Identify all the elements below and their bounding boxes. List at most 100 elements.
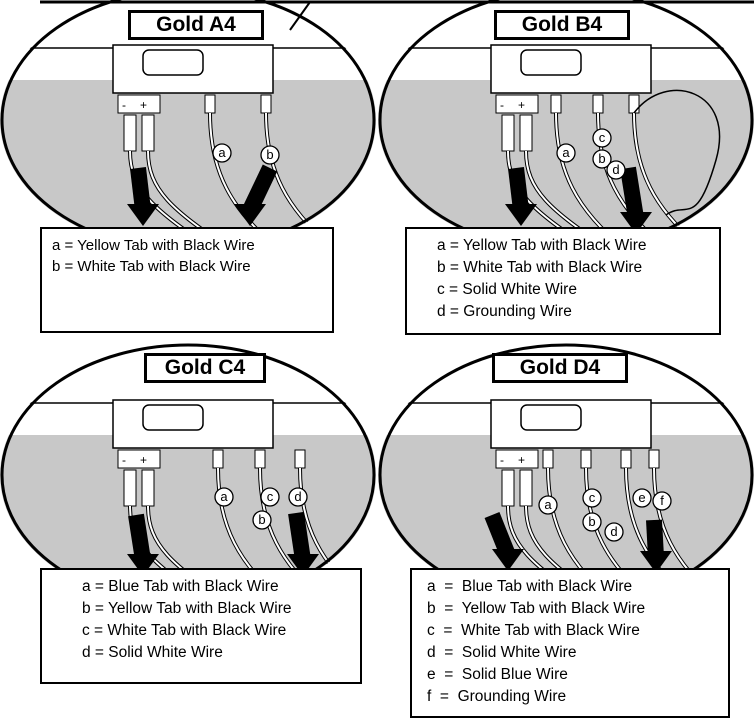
callout-c: c [582,488,602,508]
legend-c4: a = Blue Tab with Black Wire b = Yellow … [40,568,362,684]
legend-item: b = White Tab with Black Wire [437,259,643,276]
legend-item: e = Solid Blue Wire [427,666,568,683]
direction-arrow-head [640,551,672,573]
signal-connector [294,449,306,469]
minus-label: - [500,98,504,112]
callout-label: d [294,489,301,504]
power-plug [519,469,533,507]
callout-circle [260,487,280,507]
legend-item: d = Grounding Wire [437,303,572,320]
legend-item: c = White Tab with Black Wire [82,622,287,639]
legend-b4: a = Yellow Tab with Black Wire b = White… [405,227,721,335]
legend-item: a = Blue Tab with Black Wire [427,578,633,595]
power-terminal-block [117,94,161,114]
callout-c: c [592,128,612,148]
callout-b: b [252,510,272,530]
callout-d: d [604,522,624,542]
callout-circle [214,487,234,507]
direction-arrow-shaft [646,519,664,558]
panel-title-c4: Gold C4 [144,353,266,383]
callout-circle [632,488,652,508]
callout-circle [260,145,280,165]
callout-a: a [538,495,558,515]
power-terminal-block [495,94,539,114]
callout-label: a [544,497,552,512]
legend-item: b = Yellow Tab with Black Wire [427,600,646,617]
plus-label: + [140,98,147,112]
signal-connector [592,94,604,114]
direction-arrow-head [505,204,537,226]
display-window [520,49,582,76]
direction-arrow-shaft [242,164,278,214]
legend-item: a = Blue Tab with Black Wire [82,578,279,595]
callout-circle [592,149,612,169]
callout-e: e [632,488,652,508]
legend-item: d = Solid White Wire [82,644,223,661]
callout-a: a [556,143,576,163]
callout-label: c [589,490,596,505]
callout-label: b [258,512,265,527]
direction-arrow-shaft [508,167,529,211]
callout-b: b [592,149,612,169]
direction-arrow-shaft [130,167,151,211]
minus-label: - [500,453,504,467]
legend-item: b = White Tab with Black Wire [52,258,251,275]
power-plug [501,114,515,152]
plus-label: + [518,98,525,112]
callout-label: b [266,147,273,162]
callout-label: e [638,490,645,505]
callout-circle [582,512,602,532]
callout-label: c [267,489,274,504]
legend-d4: a = Blue Tab with Black Wire b = Yellow … [410,568,730,718]
legend-item: a = Yellow Tab with Black Wire [437,237,647,254]
callout-label: a [562,145,570,160]
minus-label: - [122,98,126,112]
display-window [142,49,204,76]
power-plug [141,114,155,152]
plus-label: + [140,453,147,467]
callout-f: f [652,491,672,511]
direction-arrow-shaft [484,512,516,558]
detail-view-clip: -+ a b [0,44,376,252]
signal-connector [254,449,266,469]
direction-arrow-shaft [128,513,151,562]
legend-item: d = Solid White Wire [427,644,577,661]
callout-d: d [606,160,626,180]
callout-label: d [610,524,617,539]
signal-connector [260,94,272,114]
signal-connector [628,94,640,114]
signal-connector [648,449,660,469]
legend-item: b = Yellow Tab with Black Wire [82,600,292,617]
plus-label: + [518,453,525,467]
callout-d: d [288,487,308,507]
direction-arrow-shaft [620,166,644,220]
legend-a4: a = Yellow Tab with Black Wire b = White… [40,227,334,333]
display-window [142,404,204,431]
detail-view-1: -+ a b [0,0,376,252]
signal-connector [550,94,562,114]
callout-circle [582,488,602,508]
callout-circle [652,491,672,511]
panel-title-b4: Gold B4 [494,10,630,40]
direction-arrow-head [287,554,319,576]
callout-circle [538,495,558,515]
callout-label: a [220,489,228,504]
callout-label: b [598,151,605,166]
power-plug [501,469,515,507]
legend-item: f = Grounding Wire [427,688,567,705]
power-terminal-block [495,449,539,469]
callout-circle [606,160,626,180]
display-window [520,404,582,431]
panel-title-d4: Gold D4 [492,353,628,383]
callout-label: c [599,130,606,145]
power-plug [123,469,137,507]
power-plug [141,469,155,507]
callout-c: c [260,487,280,507]
callout-label: b [588,514,595,529]
callout-circle [252,510,272,530]
direction-arrow-head [127,204,159,226]
callout-b: b [582,512,602,532]
signal-connector [620,449,632,469]
callout-a: a [212,143,232,163]
signal-connector [204,94,216,114]
